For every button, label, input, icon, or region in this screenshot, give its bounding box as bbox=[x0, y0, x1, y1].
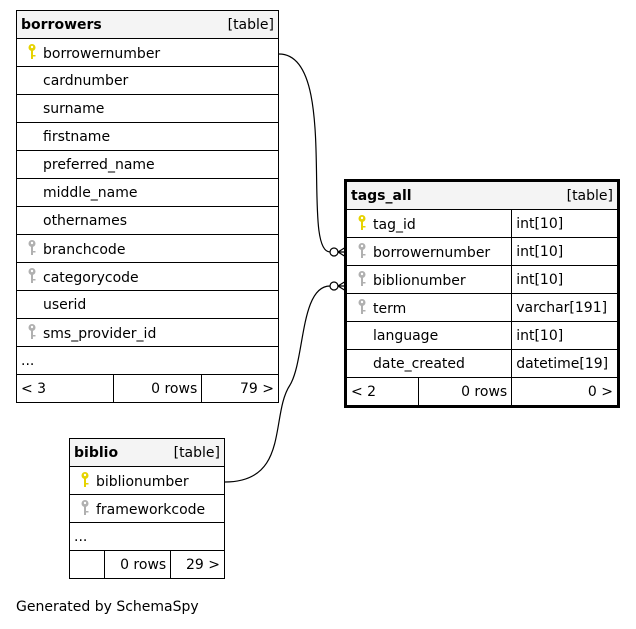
row-count: 0 rows bbox=[104, 550, 172, 579]
column-name: userid bbox=[43, 296, 87, 313]
link-end-optional-marker bbox=[329, 247, 339, 257]
generated-by-text: Generated by SchemaSpy bbox=[16, 599, 199, 615]
column-name: term bbox=[373, 301, 407, 317]
borrowers-table[interactable]: borrowers [table] borrowernumber cardnumb… bbox=[16, 10, 279, 403]
more-columns-row: ... bbox=[16, 346, 279, 375]
column-name: middle_name bbox=[43, 184, 138, 201]
column-row[interactable]: term varchar[191] bbox=[345, 293, 618, 322]
link-end-crowfoot-marker bbox=[337, 246, 347, 258]
table-kind: [table] bbox=[566, 187, 613, 204]
more-columns: ... bbox=[69, 522, 225, 551]
column-row[interactable]: branchcode bbox=[16, 234, 279, 263]
column-type: int[10] bbox=[511, 237, 618, 266]
table-header: biblio [table] bbox=[69, 438, 225, 467]
column-type: int[10] bbox=[511, 265, 618, 294]
table-name: borrowers bbox=[21, 16, 102, 33]
foreign-key-icon bbox=[28, 324, 36, 339]
foreign-key-icon bbox=[358, 243, 366, 258]
parents-link[interactable]: < 3 bbox=[16, 374, 114, 403]
parents-link[interactable] bbox=[68, 550, 106, 579]
column-name: borrowernumber bbox=[373, 245, 491, 261]
column-row[interactable]: biblionumber bbox=[69, 466, 225, 495]
column-row[interactable]: middle_name bbox=[16, 178, 279, 207]
column-name: categorycode bbox=[43, 270, 139, 286]
column-name: frameworkcode bbox=[96, 502, 206, 518]
row-count: 0 rows bbox=[112, 374, 203, 403]
column-row[interactable]: firstname bbox=[16, 122, 279, 151]
column-name: othernames bbox=[43, 212, 128, 229]
foreign-key-icon bbox=[28, 240, 36, 255]
children-link[interactable]: 79 > bbox=[201, 374, 279, 403]
link-end-crowfoot-marker bbox=[337, 280, 347, 292]
column-type: int[10] bbox=[511, 321, 618, 350]
link-borrowers-tags_all bbox=[278, 53, 331, 253]
more-columns: ... bbox=[16, 346, 279, 375]
column-row[interactable]: biblionumber int[10] bbox=[345, 265, 618, 294]
column-name: biblionumber bbox=[96, 474, 189, 490]
parents-link[interactable]: < 2 bbox=[346, 377, 419, 406]
column-name: branchcode bbox=[43, 242, 126, 258]
table-kind: [table] bbox=[173, 444, 220, 461]
column-row[interactable]: tag_id int[10] bbox=[345, 209, 618, 238]
column-name: tag_id bbox=[373, 217, 416, 233]
row-count: 0 rows bbox=[417, 377, 513, 406]
table-header: borrowers [table] bbox=[16, 10, 279, 39]
table-footer: < 3 0 rows 79 > bbox=[16, 374, 279, 403]
column-name: borrowernumber bbox=[43, 46, 161, 62]
column-name: biblionumber bbox=[373, 273, 466, 289]
primary-key-icon bbox=[28, 44, 36, 59]
column-name: language bbox=[373, 327, 439, 344]
table-name: tags_all bbox=[351, 187, 412, 204]
column-type: varchar[191] bbox=[511, 293, 618, 322]
column-name: preferred_name bbox=[43, 156, 155, 173]
primary-key-icon bbox=[358, 215, 366, 230]
foreign-key-icon bbox=[358, 271, 366, 286]
primary-key-icon bbox=[81, 472, 89, 487]
foreign-key-icon bbox=[81, 500, 89, 515]
column-row[interactable]: categorycode bbox=[16, 262, 279, 291]
column-row[interactable]: borrowernumber bbox=[16, 38, 279, 67]
column-type: datetime[19] bbox=[511, 349, 618, 378]
column-row[interactable]: preferred_name bbox=[16, 150, 279, 179]
column-name: surname bbox=[43, 100, 105, 117]
column-name: date_created bbox=[373, 355, 465, 372]
column-row[interactable]: cardnumber bbox=[16, 66, 279, 95]
table-footer: 0 rows 29 > bbox=[68, 550, 225, 579]
table-header: tags_all [table] bbox=[346, 181, 618, 210]
table-footer: < 2 0 rows 0 > bbox=[346, 377, 618, 406]
foreign-key-icon bbox=[28, 268, 36, 283]
column-row[interactable]: surname bbox=[16, 94, 279, 123]
column-name: cardnumber bbox=[43, 72, 129, 89]
more-columns-row: ... bbox=[69, 522, 225, 551]
column-row[interactable]: userid bbox=[16, 290, 279, 319]
foreign-key-icon bbox=[358, 299, 366, 314]
table-name: biblio bbox=[74, 444, 119, 461]
column-row[interactable]: language int[10] bbox=[345, 321, 618, 350]
column-row[interactable]: frameworkcode bbox=[69, 494, 225, 523]
column-type: int[10] bbox=[511, 209, 618, 238]
column-name: sms_provider_id bbox=[43, 326, 157, 342]
biblio-table[interactable]: biblio [table] biblionumber frameworkcode… bbox=[68, 438, 225, 579]
children-link[interactable]: 0 > bbox=[511, 377, 618, 406]
column-name: firstname bbox=[43, 128, 111, 145]
column-row[interactable]: othernames bbox=[16, 206, 279, 235]
column-row[interactable]: borrowernumber int[10] bbox=[345, 237, 618, 266]
column-row[interactable]: sms_provider_id bbox=[16, 318, 279, 347]
link-end-optional-marker bbox=[329, 281, 339, 291]
children-link[interactable]: 29 > bbox=[170, 550, 225, 579]
table-kind: [table] bbox=[227, 16, 274, 33]
column-row[interactable]: date_created datetime[19] bbox=[345, 349, 618, 378]
link-biblio-tags_all bbox=[224, 285, 331, 483]
